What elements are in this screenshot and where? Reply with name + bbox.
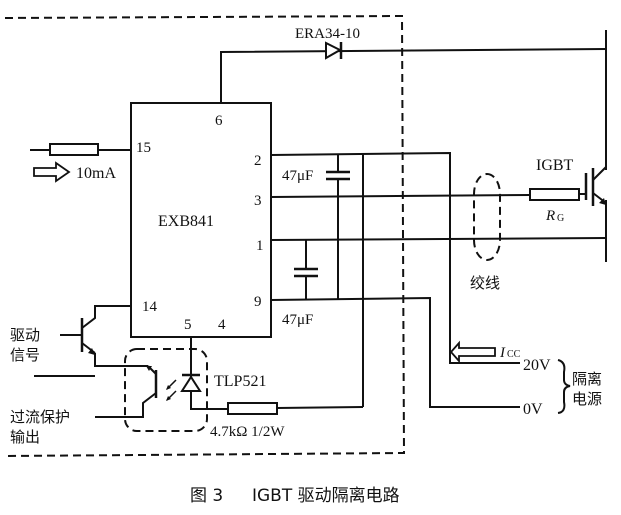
pin-15-label: 15 bbox=[136, 140, 151, 156]
supply-label-line1: 隔离 bbox=[572, 370, 602, 388]
pin6-wire bbox=[220, 48, 607, 103]
input-current-label: 10mA bbox=[76, 165, 116, 182]
pin-3-label: 3 bbox=[254, 193, 262, 209]
exb841-label: EXB841 bbox=[158, 213, 214, 230]
pin2-wire bbox=[270, 151, 520, 364]
pin-2-label: 2 bbox=[254, 153, 262, 169]
pin-6-label: 6 bbox=[215, 113, 223, 129]
pin-5-label: 5 bbox=[184, 317, 192, 333]
pin3-wire bbox=[270, 194, 531, 198]
exb841-chip bbox=[130, 102, 272, 338]
optocoupler-boundary bbox=[124, 348, 208, 432]
pin-1-label: 1 bbox=[256, 238, 264, 254]
capacitor-top-label: 47μF bbox=[282, 168, 313, 184]
gate-resistor-icon bbox=[529, 188, 580, 201]
gate-resistor-label: R bbox=[545, 208, 555, 224]
pin-9-label: 9 bbox=[254, 294, 262, 310]
igbt-label: IGBT bbox=[536, 157, 574, 174]
pin9-wire bbox=[270, 296, 520, 408]
opto-resistor-wire bbox=[276, 406, 364, 409]
supply-current-sublabel: CC bbox=[507, 349, 521, 360]
supply-label-line2: 电源 bbox=[572, 390, 602, 408]
supply-current-label: I bbox=[499, 345, 506, 361]
capacitor-bottom-label: 47μF bbox=[282, 312, 313, 328]
pin-4-label: 4 bbox=[218, 317, 226, 333]
gate-resistor-sublabel: G bbox=[557, 213, 564, 224]
drive-signal-line1: 驱动 bbox=[10, 326, 40, 344]
figure-caption-number: 图 3 bbox=[190, 486, 223, 506]
opto-resistor-label: 4.7kΩ 1/2W bbox=[210, 424, 285, 440]
capacitor-top-icon bbox=[326, 155, 350, 300]
overcurrent-output-line2: 输出 bbox=[10, 428, 40, 446]
pin1-wire bbox=[270, 237, 607, 241]
opto-resistor-icon bbox=[227, 402, 278, 415]
twisted-pair-label: 绞线 bbox=[470, 274, 500, 292]
capacitor-bottom-icon bbox=[294, 240, 318, 300]
figure-caption-title: IGBT 驱动隔离电路 bbox=[252, 486, 400, 506]
brace-icon bbox=[557, 359, 571, 414]
diode-icon bbox=[325, 41, 343, 60]
optocoupler-label: TLP521 bbox=[214, 373, 266, 390]
igbt-icon bbox=[584, 166, 607, 206]
supply-20v-label: 20V bbox=[523, 357, 551, 374]
optocoupler-icon bbox=[95, 337, 228, 418]
diode-label: ERA34-10 bbox=[295, 26, 360, 42]
twisted-pair-icon bbox=[473, 173, 501, 261]
overcurrent-output-line1: 过流保护 bbox=[10, 408, 70, 426]
pin-14-label: 14 bbox=[142, 299, 158, 315]
current-arrow-icon bbox=[33, 161, 71, 183]
drive-signal-line2: 信号 bbox=[10, 346, 40, 364]
isolation-boundary bbox=[4, 14, 406, 457]
supply-current-arrow-icon bbox=[449, 340, 496, 364]
supply-0v-label: 0V bbox=[523, 401, 543, 418]
drive-transistor-icon bbox=[34, 305, 148, 377]
input-resistor-icon bbox=[49, 143, 99, 156]
